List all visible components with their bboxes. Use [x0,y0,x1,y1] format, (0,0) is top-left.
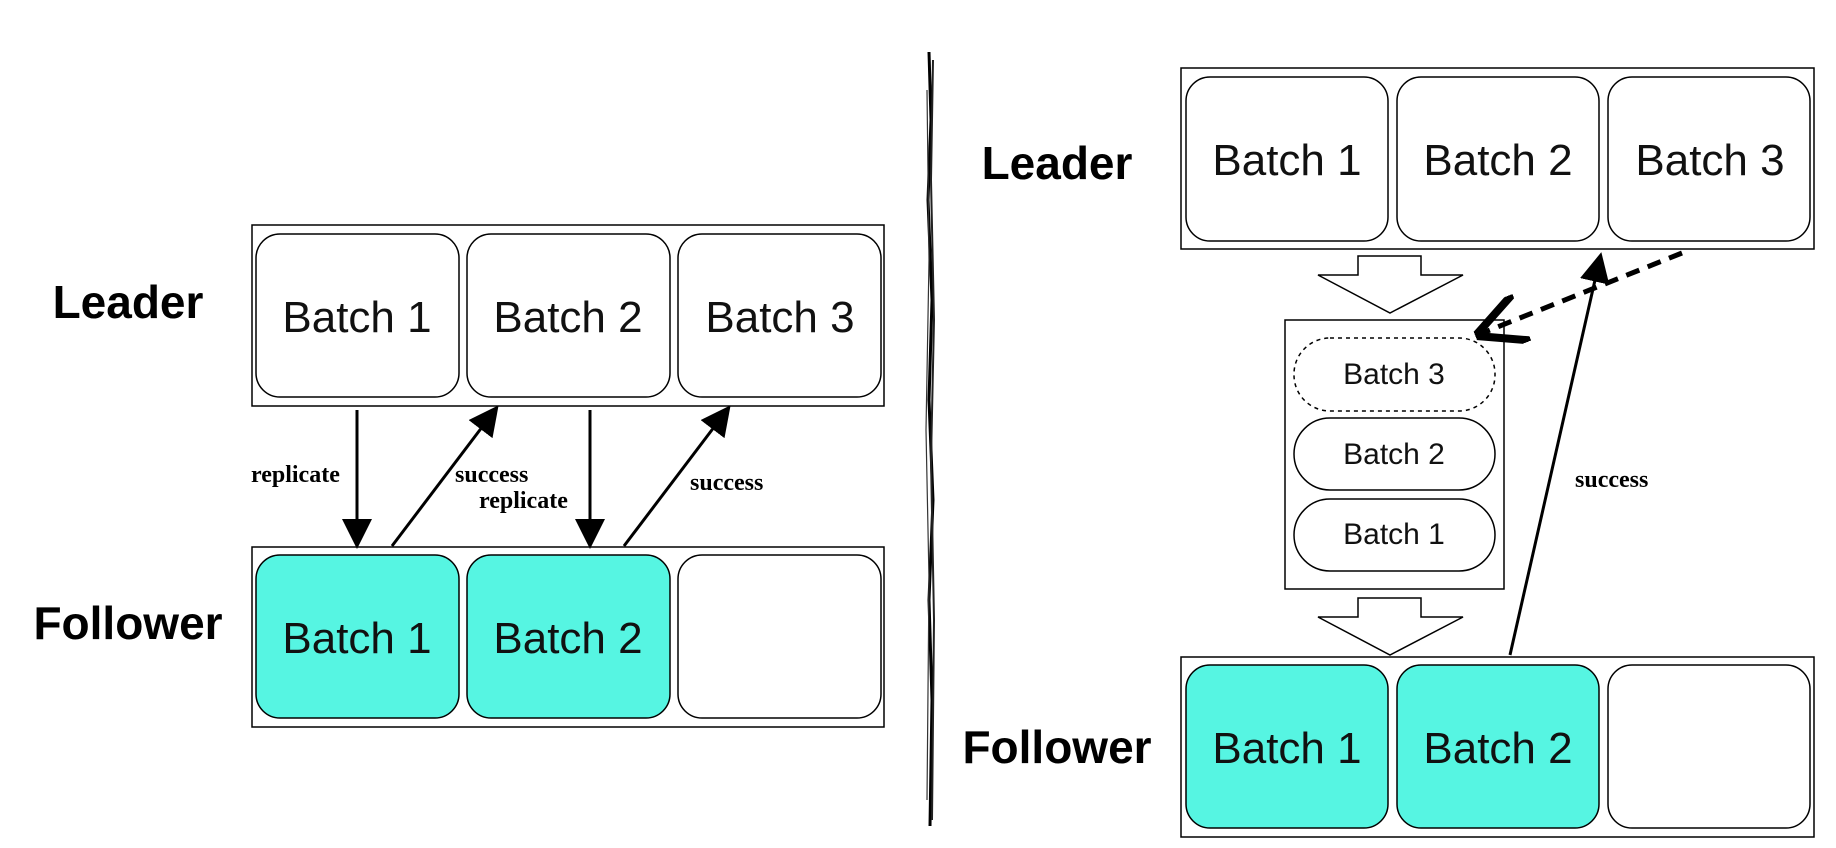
success-label-1: success [455,462,528,488]
left-follower-batch-2: Batch 2 [466,554,671,719]
right-leader-batch-1: Batch 1 [1185,76,1389,242]
success-arrow-2 [622,405,731,547]
right-follower-label: Follower [962,721,1151,773]
right-follower-batch-1: Batch 1 [1185,664,1389,829]
queue-batch-1: Batch 1 [1293,498,1496,572]
success-label-right: success [1575,467,1648,493]
batch-label: Batch 1 [282,614,431,663]
success-arrow-1 [390,405,499,547]
batch-label: Batch 2 [1423,724,1572,773]
pending-dashed-arrow [1480,250,1683,334]
replicate-label-2: replicate [479,488,568,514]
batch-label: Batch 2 [1343,438,1445,471]
batch-label: Batch 2 [493,614,642,663]
right-panel: Leader Follower Batch 1 Batch 2 Batch 3 … [962,67,1815,838]
batch-label: Batch 3 [1635,136,1784,185]
success-label-2: success [690,470,763,496]
queue-batch-3-pending: Batch 3 [1293,337,1496,412]
success-arrow-right [1508,252,1610,656]
batch-label: Batch 3 [1343,358,1445,391]
panel-divider [925,51,936,827]
left-follower-batch-1: Batch 1 [255,554,460,719]
left-leader-label: Leader [53,276,204,328]
batch-label: Batch 1 [1343,518,1445,551]
right-follower-batch-2: Batch 2 [1396,664,1600,829]
batch-label: Batch 1 [282,293,431,342]
right-leader-batch-3: Batch 3 [1607,76,1811,242]
right-follower-batch-empty [1607,664,1811,829]
batch-label: Batch 2 [1423,136,1572,185]
batch-label: Batch 1 [1212,136,1361,185]
right-leader-label: Leader [982,137,1133,189]
down-block-arrow-1 [1317,255,1464,314]
left-follower-label: Follower [33,597,222,649]
batch-label: Batch 2 [493,293,642,342]
left-follower-batch-empty [677,554,882,719]
right-leader-batch-2: Batch 2 [1396,76,1600,242]
down-block-arrow-2 [1317,597,1464,656]
left-leader-batch-3: Batch 3 [677,233,882,398]
left-leader-batch-2: Batch 2 [466,233,671,398]
queue-batch-2: Batch 2 [1293,417,1496,491]
replicate-label-1: replicate [251,462,340,488]
batch-label: Batch 1 [1212,724,1361,773]
left-leader-batch-1: Batch 1 [255,233,460,398]
left-panel: Leader Follower Batch 1 Batch 2 Batch 3 … [33,224,885,728]
batch-label: Batch 3 [705,293,854,342]
